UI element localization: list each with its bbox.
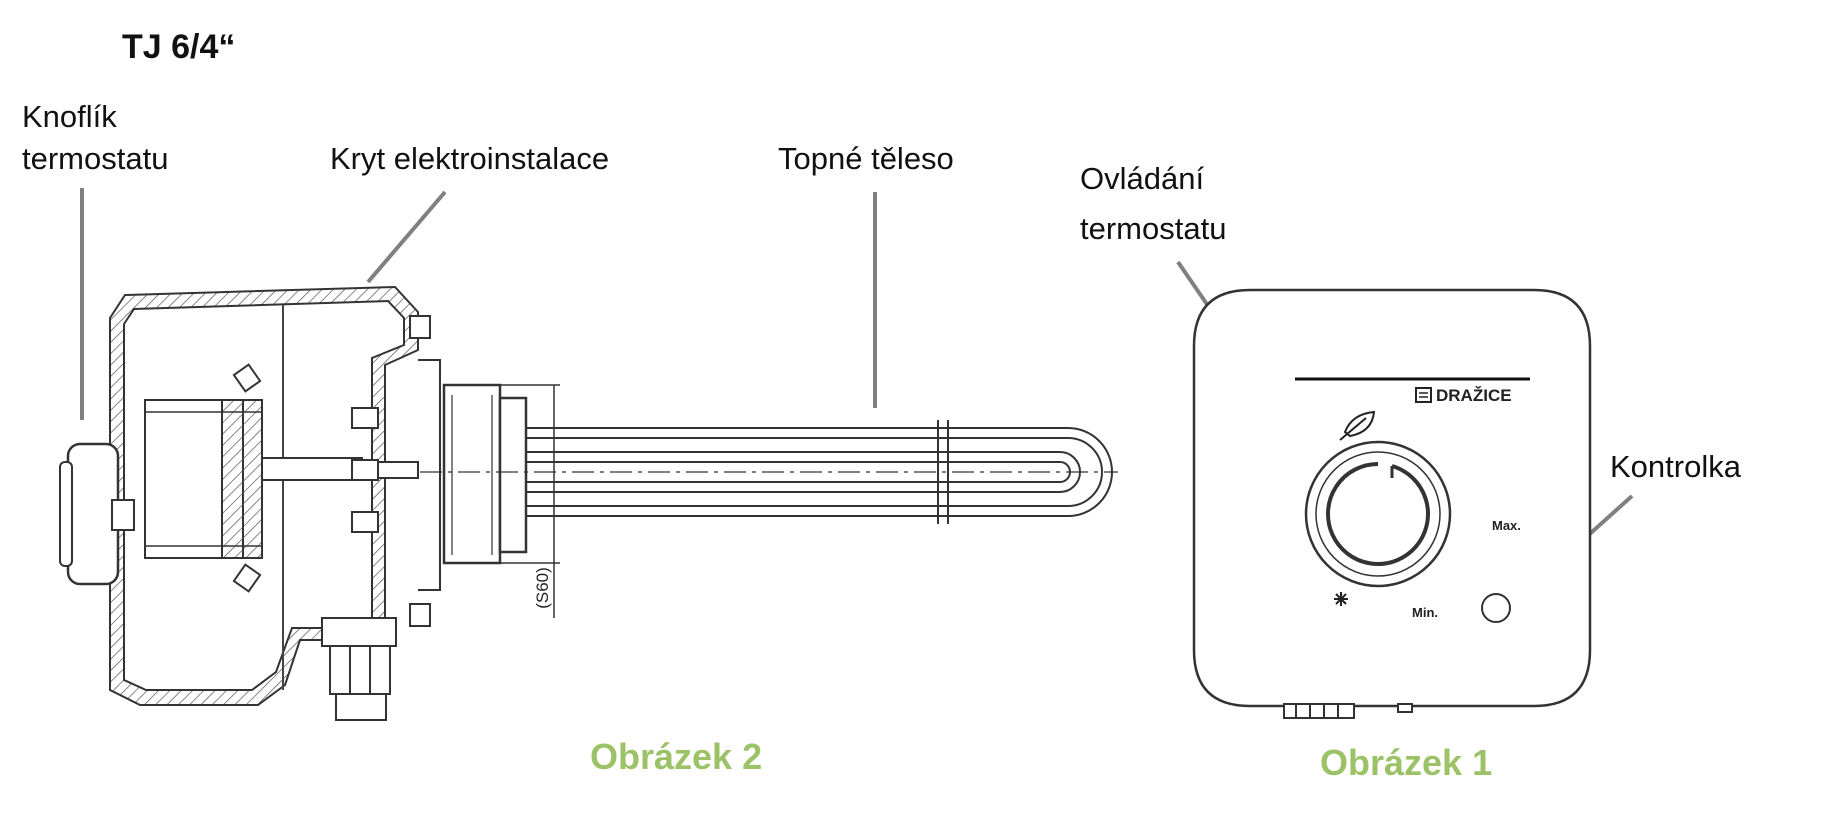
dial-min-label: Min.: [1412, 605, 1438, 620]
brand-logo: DRAŽICE: [1415, 386, 1512, 405]
cable-gland: [321, 617, 397, 721]
label-knob-line2: termostatu: [22, 141, 169, 176]
label-cover: Kryt elektroinstalace: [330, 141, 610, 176]
eco-leaf-icon: [1339, 410, 1376, 441]
frost-snowflake-icon: [1334, 592, 1348, 606]
dimension-label: (S60): [533, 567, 552, 609]
indicator-lamp: [1481, 593, 1511, 623]
label-heater: Topné těleso: [778, 141, 954, 176]
caption-figure-2: Obrázek 2: [590, 736, 763, 777]
control-panel-drawing: DRAŽICE Min. Max.: [1192, 288, 1592, 719]
page-title: TJ 6/4“: [122, 28, 236, 66]
label-control-line1: Ovládání: [1080, 161, 1205, 196]
label-knob-line1: Knoflík: [22, 99, 117, 134]
leader-cover: [366, 190, 447, 284]
brand-name: DRAŽICE: [1436, 386, 1512, 405]
label-indicator: Kontrolka: [1610, 449, 1741, 484]
dial-max-label: Max.: [1492, 518, 1521, 533]
thermostat-knob: [66, 442, 120, 586]
caption-figure-1: Obrázek 1: [1320, 742, 1493, 783]
heater-assembly-drawing: (S60): [59, 285, 1118, 721]
label-control-line2: termostatu: [1080, 211, 1227, 246]
brand-logo-icon: [1415, 387, 1432, 403]
